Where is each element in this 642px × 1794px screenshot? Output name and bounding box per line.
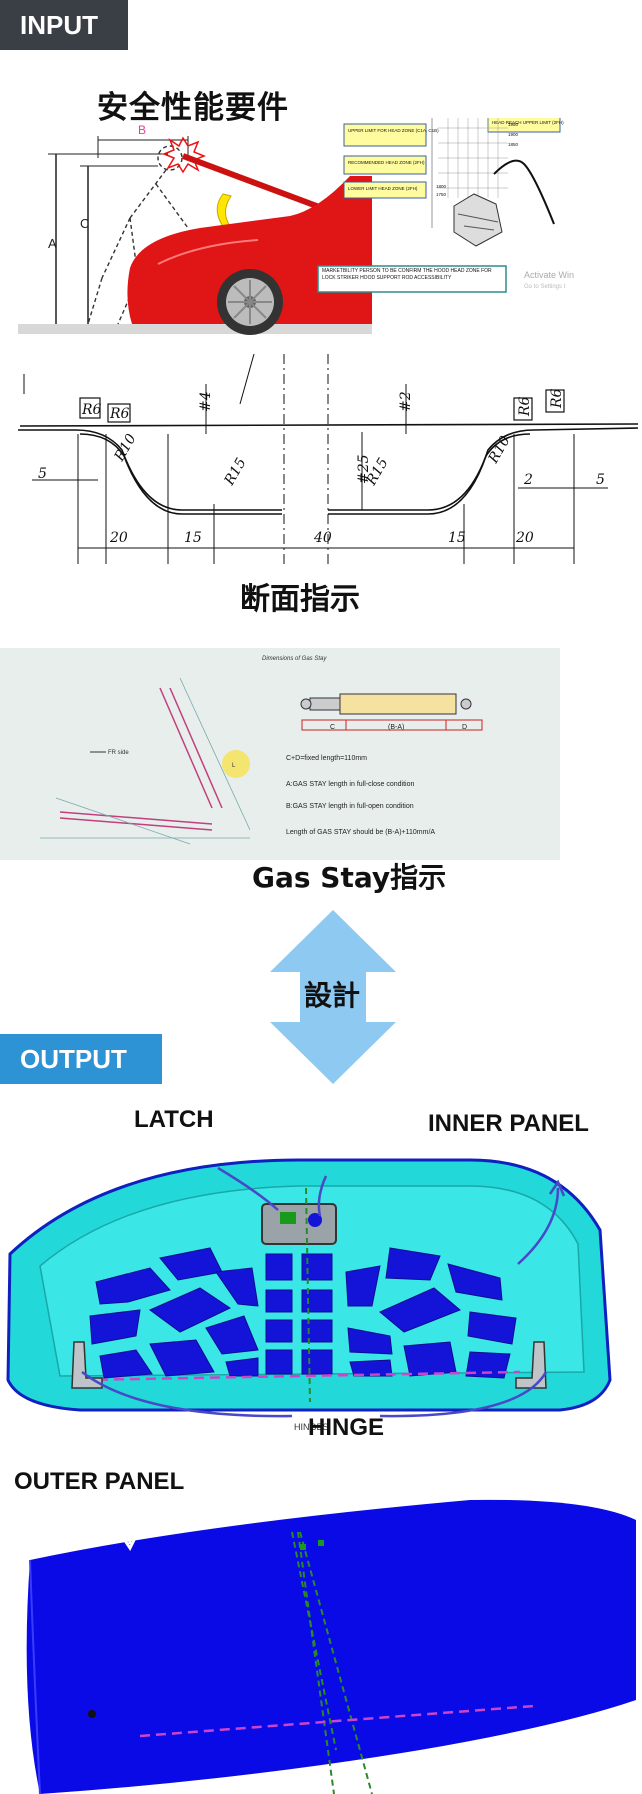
svg-text:L: L <box>232 763 236 769</box>
ground-strip <box>18 324 372 334</box>
latch-label: LATCH <box>134 1106 214 1133</box>
svg-text:UPPER LIMIT FOR HEAD ZONE (C1A: UPPER LIMIT FOR HEAD ZONE (C1A, C1B) <box>348 128 439 133</box>
impact-star <box>161 136 207 174</box>
svg-text:5: 5 <box>38 466 47 482</box>
svg-text:HEAD REACH UPPER LIMIT (2FH): HEAD REACH UPPER LIMIT (2FH) <box>492 120 564 125</box>
svg-text:15: 15 <box>448 530 466 546</box>
design-label: 設計 <box>304 979 361 1012</box>
svg-text:RECOMMENDED HEAD ZONE (2FH): RECOMMENDED HEAD ZONE (2FH) <box>348 160 425 165</box>
svg-text:15: 15 <box>184 530 202 546</box>
gas-line-3: B:GAS STAY length in full-open condition <box>286 803 414 810</box>
inner-panel-arrow-icon <box>517 1187 560 1265</box>
svg-text:40: 40 <box>313 530 332 546</box>
svg-text:20: 20 <box>515 530 534 546</box>
svg-text:#25: #25 <box>356 454 372 484</box>
svg-text:1750: 1750 <box>436 192 447 197</box>
input-tag: INPUT <box>0 0 128 50</box>
pocket-cutouts <box>89 1247 517 1379</box>
outer-panel-arrow-icon <box>109 1512 138 1551</box>
svg-text:#2: #2 <box>398 391 414 412</box>
svg-text:R6: R6 <box>549 388 565 409</box>
svg-text:R6: R6 <box>517 396 533 417</box>
gas-line-2: A:GAS STAY length in full-close conditio… <box>286 781 415 788</box>
svg-text:R10: R10 <box>485 433 514 467</box>
gas-line-4: Length of GAS STAY should be (B-A)+110mm… <box>286 829 435 836</box>
svg-text:2: 2 <box>523 472 533 488</box>
hinge-arrow-left-icon <box>81 1371 293 1418</box>
hinge-right <box>515 1341 547 1389</box>
yellow-marker <box>222 750 250 778</box>
svg-text:1950: 1950 <box>508 122 519 127</box>
hinge-left <box>71 1341 103 1389</box>
svg-text:C: C <box>330 724 335 731</box>
hood-part-sketch <box>453 193 503 247</box>
hinge-label: HINGE <box>308 1414 385 1441</box>
note-text: MARKETBILITY PERSON TO BE CONFIRM THE HO… <box>322 268 492 281</box>
latch-plate <box>261 1203 337 1245</box>
safety-illustration: B A C UPPER LIMIT FOR HEAD ZONE (C1A, C1… <box>18 118 574 335</box>
outer-panel-label: OUTER PANEL <box>14 1468 185 1495</box>
dim-b-label: B <box>138 123 146 137</box>
svg-text:1800: 1800 <box>436 184 447 189</box>
svg-text:1900: 1900 <box>508 132 519 137</box>
outer-panel-model <box>26 1499 636 1794</box>
svg-text:LOWER LIMIT HEAD ZONE (2FH): LOWER LIMIT HEAD ZONE (2FH) <box>348 186 418 191</box>
svg-text:1850: 1850 <box>508 142 519 147</box>
double-arrow-icon <box>270 910 396 1084</box>
stay-linkage-sketch <box>59 687 223 831</box>
dim-c-label: C <box>80 216 89 231</box>
section-caption: 断面指示 <box>240 582 360 617</box>
fr-side-label: FR side <box>108 750 129 756</box>
hinges-small-label: HINGES <box>294 1422 329 1432</box>
head-zone-chart: UPPER LIMIT FOR HEAD ZONE (C1A, C1B) REC… <box>343 118 564 247</box>
svg-text:R6: R6 <box>81 402 102 418</box>
hinge-arrow-right-icon <box>379 1371 548 1418</box>
latch-arrow-icon <box>217 1166 279 1211</box>
svg-text:5: 5 <box>596 472 605 488</box>
gas-line-1: C+D=fixed length=110mm <box>286 755 367 762</box>
gas-stay-photo: Dimensions of Gas Stay C (B-A) D FR side… <box>0 648 560 860</box>
red-car <box>127 176 372 324</box>
svg-text:20: 20 <box>109 530 128 546</box>
dim-a-label: A <box>48 236 57 251</box>
outer-panel-body <box>26 1499 636 1794</box>
gas-stay-caption: Gas Stay指示 <box>252 861 447 894</box>
gas-doc-title: Dimensions of Gas Stay <box>262 656 327 662</box>
svg-text:R6: R6 <box>109 406 130 422</box>
svg-text:(B-A): (B-A) <box>388 724 404 731</box>
svg-text:R10: R10 <box>111 431 140 465</box>
output-tag: OUTPUT <box>0 1034 162 1084</box>
svg-text:R15: R15 <box>221 455 250 489</box>
gas-stay-component: C (B-A) D <box>300 693 483 731</box>
safety-title: 安全性能要件 <box>97 90 289 126</box>
marketability-note <box>317 265 507 293</box>
watermark-text: Activate Win <box>524 270 574 280</box>
section-drawing: R6 R6 R10 R15 R15 R10 R6 R6 #4 #2 #25 5 … <box>18 354 639 564</box>
watermark-text-2: Go to Settings t <box>524 284 566 290</box>
inner-panel-model: HINGES <box>6 1158 612 1432</box>
inner-panel-label: INNER PANEL <box>428 1110 589 1137</box>
svg-text:D: D <box>462 724 467 731</box>
svg-text:#4: #4 <box>198 391 214 412</box>
